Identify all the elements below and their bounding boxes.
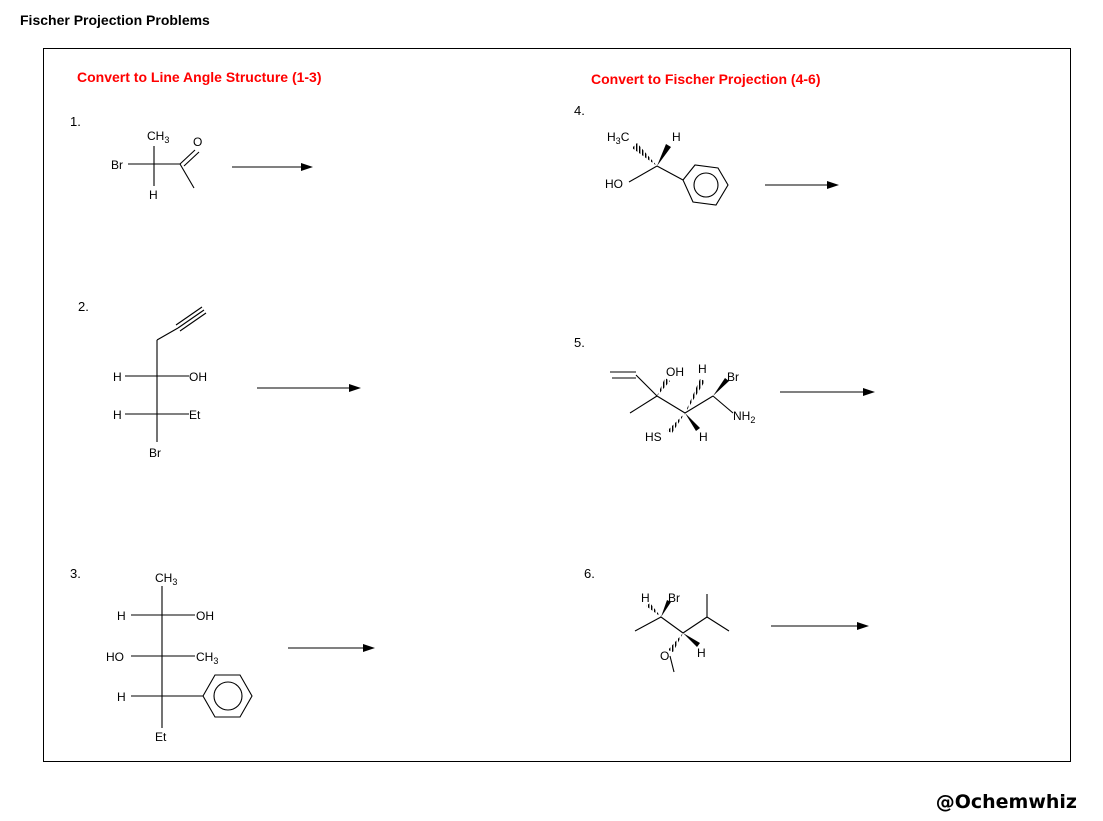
structure-4: H3C H HO: [605, 130, 729, 206]
p5-nh2-label: NH2: [733, 409, 755, 425]
watermark: @Ochemwhiz: [935, 791, 1077, 813]
p4-phenyl-ring: [682, 164, 729, 206]
p1-hydrogen-label: H: [149, 188, 158, 202]
p4-phenyl-aromatic-circle: [693, 172, 719, 198]
p6-h2-label: H: [697, 646, 706, 660]
p5-hs-label: HS: [645, 430, 662, 444]
p3-phenyl-ring: [202, 674, 253, 718]
reaction-arrow-4: [765, 181, 839, 189]
p6-h-label: H: [641, 591, 650, 605]
structure-1: CH3 O Br H: [111, 129, 202, 202]
reaction-arrow-2: [257, 384, 361, 392]
worksheet-frame: [43, 48, 1071, 762]
p3-phenyl-aromatic-circle: [213, 681, 243, 711]
p4-ho-label: HO: [605, 177, 623, 191]
p3-h1-label: H: [117, 609, 126, 623]
p3-oh-label: OH: [196, 609, 214, 623]
p2-br-label: Br: [149, 446, 161, 460]
p1-oxygen-label: O: [193, 135, 202, 149]
problem-number-6: 6.: [584, 566, 595, 581]
right-section-heading: Convert to Fischer Projection (4-6): [591, 71, 821, 87]
p1-bromine-label: Br: [111, 158, 123, 172]
structure-5: OH H Br NH2 HS H: [610, 362, 755, 444]
p2-h1-label: H: [113, 370, 122, 384]
p5-br-label: Br: [727, 370, 739, 384]
p4-h-label: H: [672, 130, 681, 144]
problem-number-5: 5.: [574, 335, 585, 350]
p6-br-label: Br: [668, 591, 680, 605]
p3-ch3-top-label: CH3: [155, 571, 177, 587]
p5-h-top-label: H: [698, 362, 707, 376]
p5-h-bottom-label: H: [699, 430, 708, 444]
p3-ch3-mid-label: CH3: [196, 650, 218, 666]
p3-et-label: Et: [155, 730, 167, 744]
p4-h3c-label: H3C: [607, 130, 630, 146]
structure-2: H OH H Et Br: [113, 306, 207, 460]
p3-h3-label: H: [117, 690, 126, 704]
reaction-arrow-6: [771, 622, 869, 630]
p2-h2-label: H: [113, 408, 122, 422]
structure-6: H Br O H: [634, 591, 730, 673]
p6-oxygen-label: O: [660, 649, 669, 663]
p5-oh-label: OH: [666, 365, 684, 379]
reaction-arrow-1: [232, 163, 313, 171]
reaction-arrow-3: [288, 644, 375, 652]
reaction-arrow-5: [780, 388, 875, 396]
page-title: Fischer Projection Problems: [20, 12, 210, 28]
p2-et-label: Et: [189, 408, 201, 422]
problem-number-3: 3.: [70, 566, 81, 581]
p1-ch3-label: CH3: [147, 129, 169, 145]
problem-number-4: 4.: [574, 103, 585, 118]
left-section-heading: Convert to Line Angle Structure (1-3): [77, 69, 322, 85]
p3-ho-label: HO: [106, 650, 124, 664]
problem-number-2: 2.: [78, 299, 89, 314]
problem-number-1: 1.: [70, 114, 81, 129]
structure-3: CH3 H OH HO CH3 H Et: [106, 571, 253, 744]
p2-oh-label: OH: [189, 370, 207, 384]
